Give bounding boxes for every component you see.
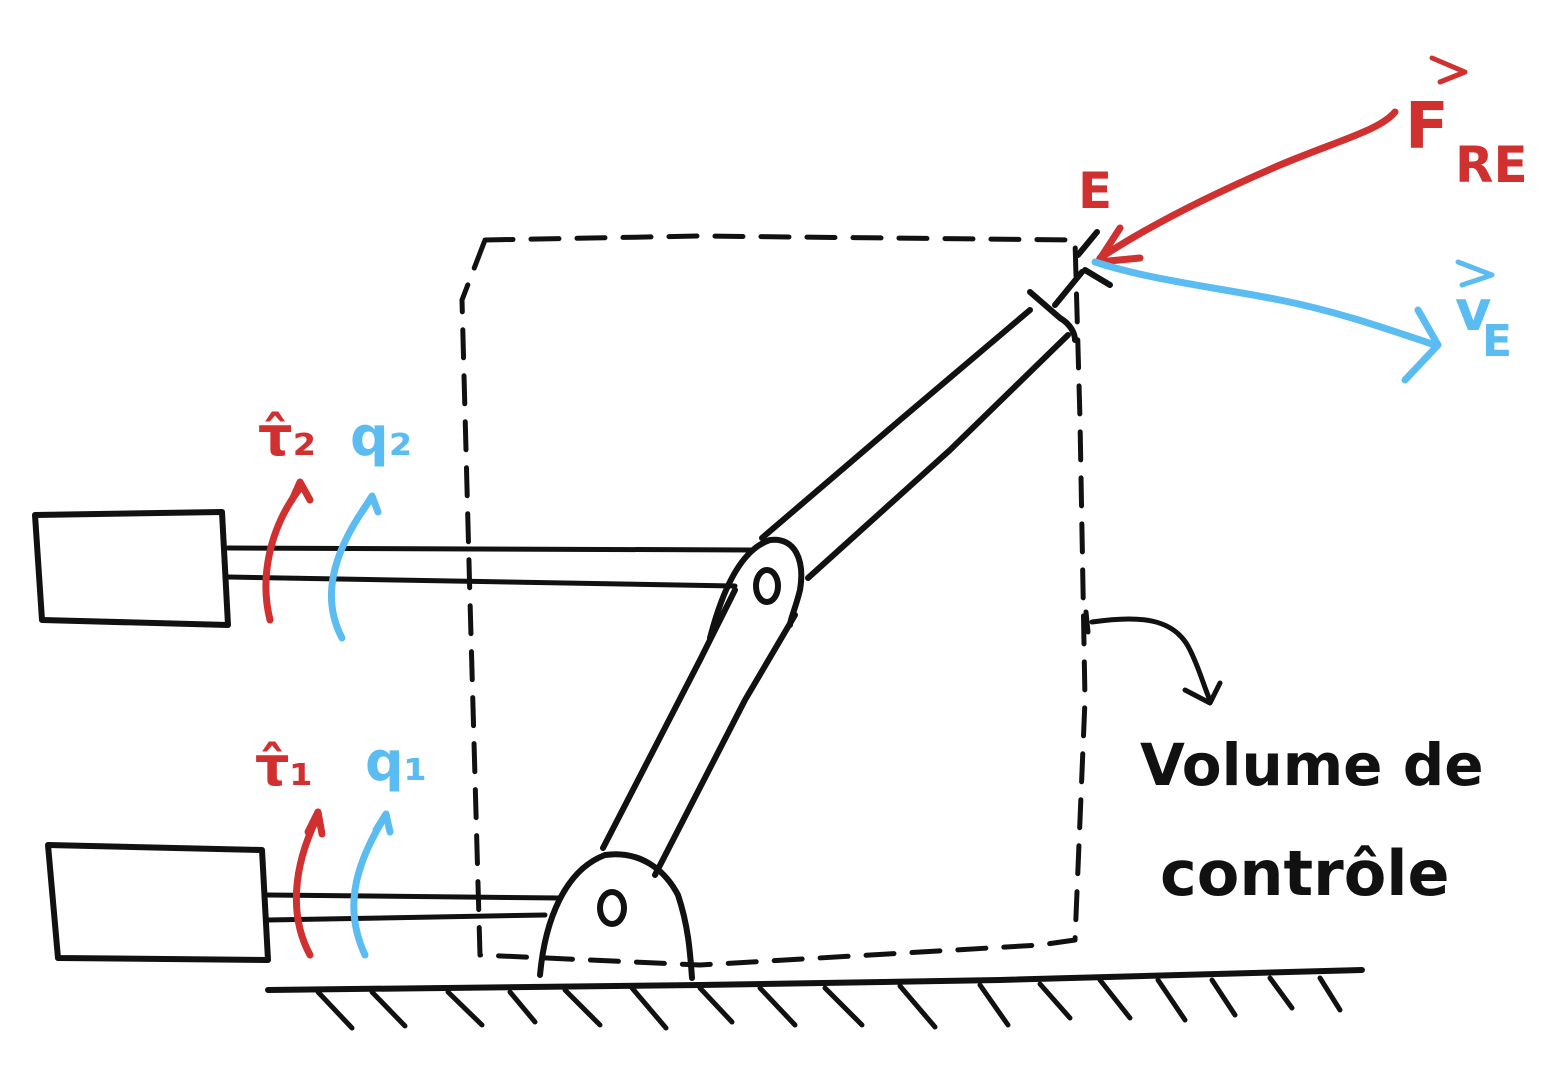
velocity-vector-arrow bbox=[1091, 258, 1442, 384]
ground bbox=[265, 967, 1365, 1031]
velocity-vector-letter: v bbox=[1455, 279, 1492, 344]
q1-rotation-arrow bbox=[350, 810, 394, 959]
base-joint-icon bbox=[597, 889, 627, 927]
force-vector-label: F RE bbox=[1405, 55, 1528, 194]
force-vector-letter: F bbox=[1405, 90, 1449, 164]
control-volume-label-line1: Volume de bbox=[1140, 731, 1484, 799]
ground-hatching bbox=[315, 975, 1343, 1031]
force-vector-subscript: RE bbox=[1455, 136, 1528, 194]
tau2-label: τ̂₂ bbox=[258, 405, 316, 468]
force-vector-arrow bbox=[1094, 108, 1399, 266]
elbow-joint bbox=[707, 536, 805, 641]
end-effector-label: E bbox=[1078, 162, 1112, 220]
q2-rotation-arrow bbox=[328, 492, 382, 642]
base-pivot bbox=[537, 851, 695, 981]
tau2-rotation-arrow bbox=[262, 478, 314, 624]
velocity-vector-subscript: E bbox=[1482, 316, 1512, 367]
motor-2 bbox=[32, 509, 753, 628]
elbow-joint-icon bbox=[753, 567, 781, 605]
velocity-vector-label: v E bbox=[1455, 259, 1512, 367]
control-volume-pointer bbox=[1083, 609, 1223, 706]
control-volume-label-line2: contrôle bbox=[1160, 837, 1450, 910]
tau1-rotation-arrow bbox=[292, 808, 326, 959]
upper-link bbox=[759, 229, 1113, 581]
tau1-label: τ̂₁ bbox=[255, 735, 313, 798]
control-volume-box bbox=[459, 233, 1088, 968]
motor-1 bbox=[45, 842, 563, 963]
q2-label: q₂ bbox=[350, 405, 412, 468]
q1-label: q₁ bbox=[365, 730, 427, 793]
lower-link bbox=[600, 587, 798, 878]
